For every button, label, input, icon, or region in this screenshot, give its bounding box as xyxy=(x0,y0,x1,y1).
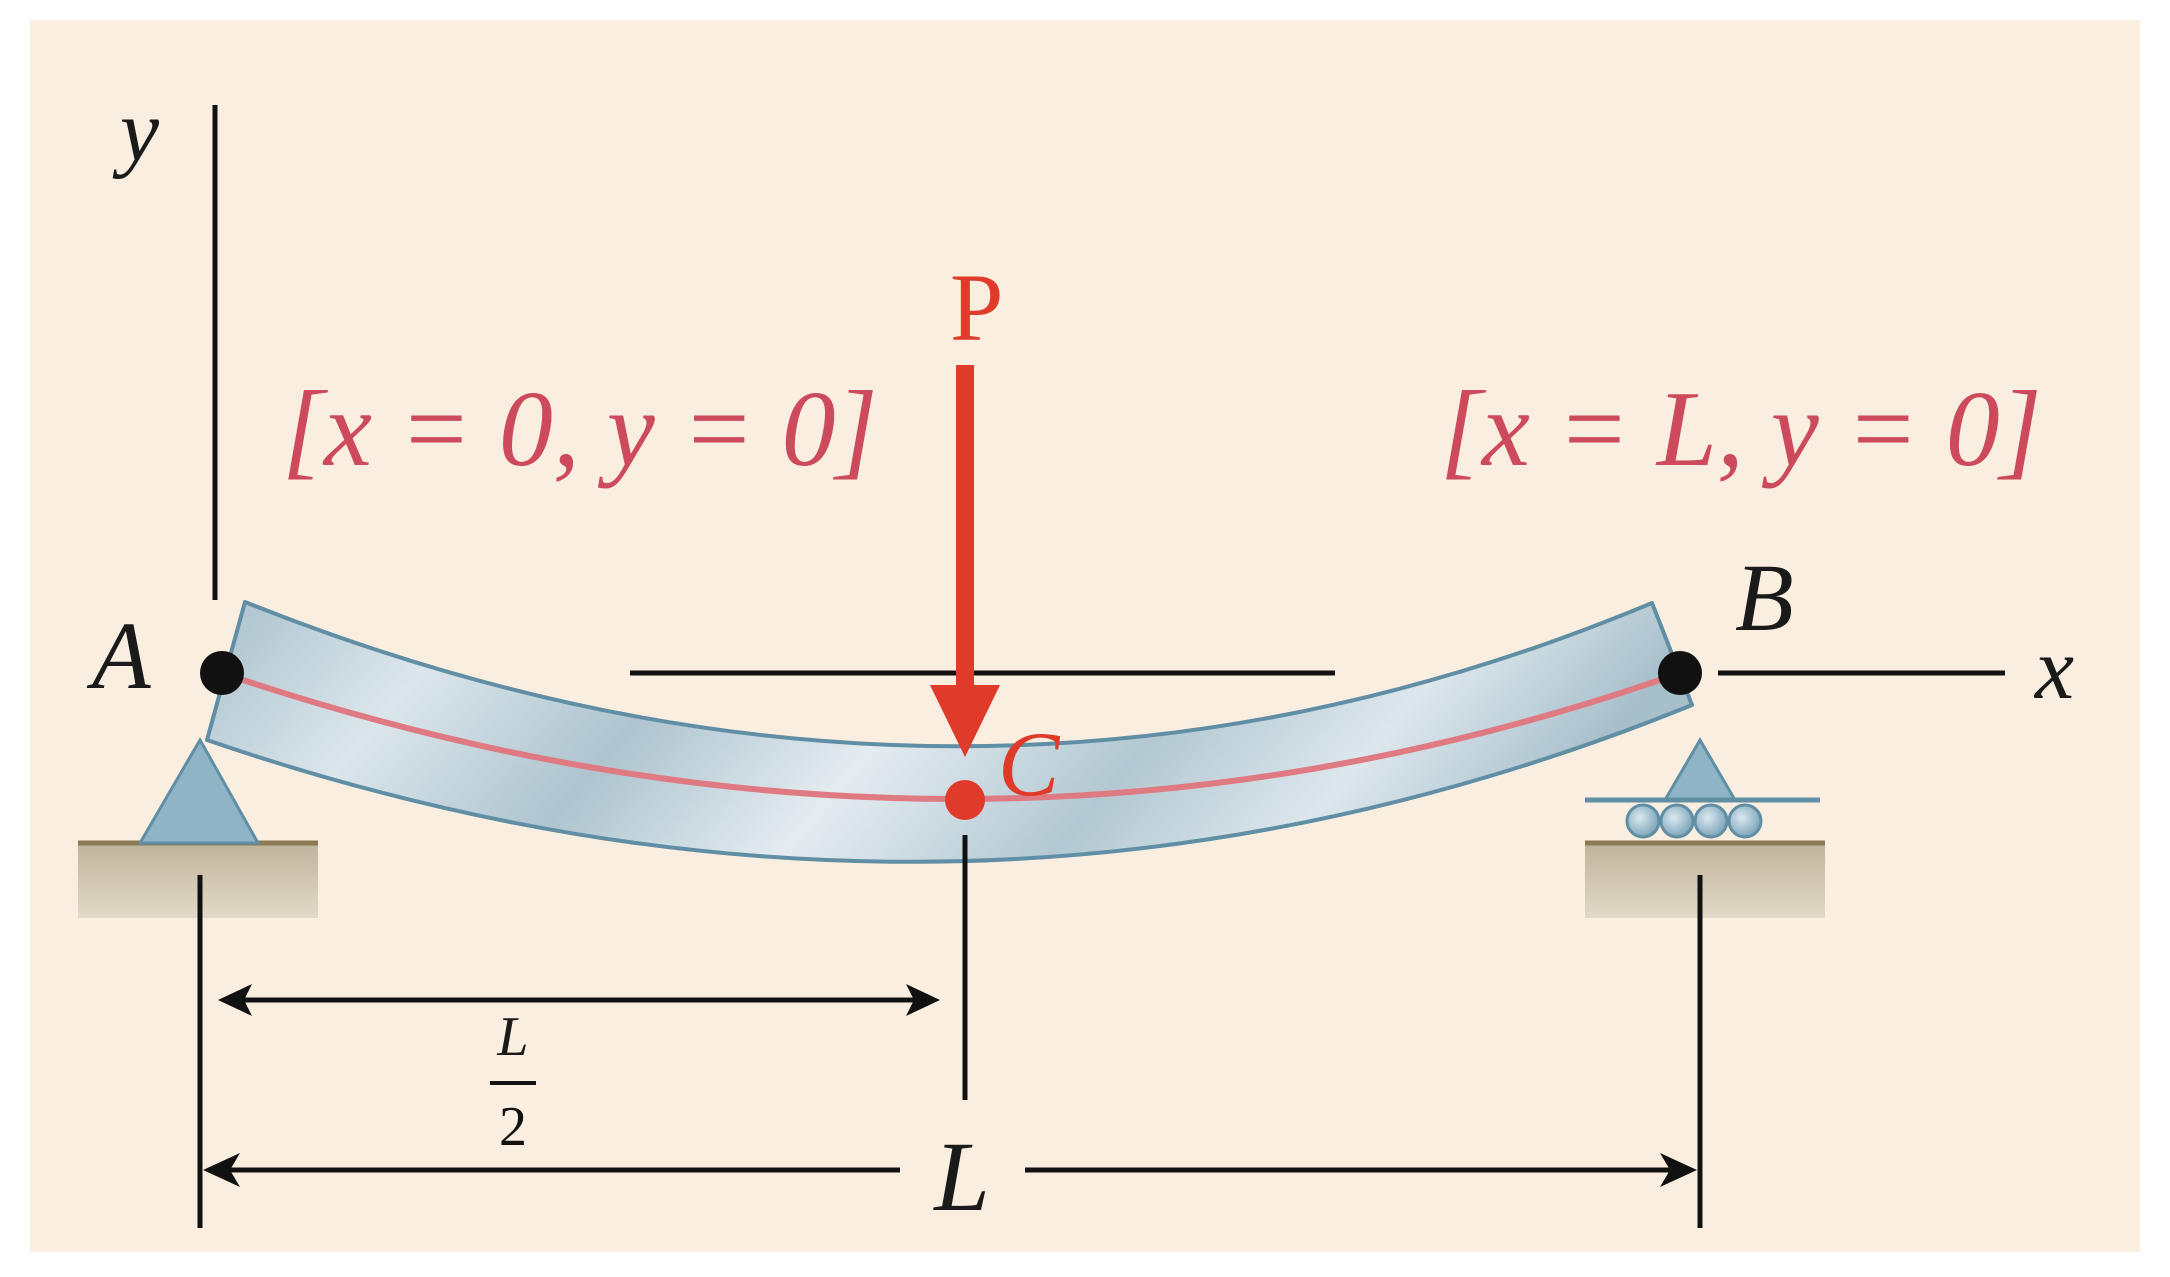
roller xyxy=(1659,803,1695,839)
background-panel xyxy=(30,20,2140,1252)
beam xyxy=(205,600,1694,864)
half-span-arrow-left xyxy=(218,984,252,1016)
load-arrow-head xyxy=(930,685,1000,757)
roller xyxy=(1693,803,1729,839)
half-span-denominator: 2 xyxy=(499,1096,527,1158)
point-b-label: B xyxy=(1735,544,1794,651)
point-b-dot xyxy=(1658,651,1702,695)
boundary-condition-left: [x = 0, y = 0] xyxy=(282,370,878,489)
x-axis-label: x xyxy=(2033,621,2074,718)
y-axis-label: y xyxy=(112,83,160,180)
span-arrow-right xyxy=(1660,1153,1697,1187)
pin-support-a xyxy=(137,736,261,845)
span-label: L xyxy=(932,1121,990,1232)
half-span-numerator: L xyxy=(496,1006,528,1068)
point-c-dot xyxy=(945,780,985,820)
point-a-label: A xyxy=(86,602,151,709)
load-label: P xyxy=(950,254,1003,361)
roller xyxy=(1625,803,1661,839)
span-arrow-left xyxy=(203,1153,240,1187)
rollers xyxy=(1625,803,1763,839)
point-c-label: C xyxy=(998,713,1061,815)
half-span-arrow-right xyxy=(906,984,940,1016)
ground-right xyxy=(1585,843,1825,918)
point-a-dot xyxy=(200,651,244,695)
roller xyxy=(1727,803,1763,839)
boundary-condition-right: [x = L, y = 0] xyxy=(1440,370,2042,489)
